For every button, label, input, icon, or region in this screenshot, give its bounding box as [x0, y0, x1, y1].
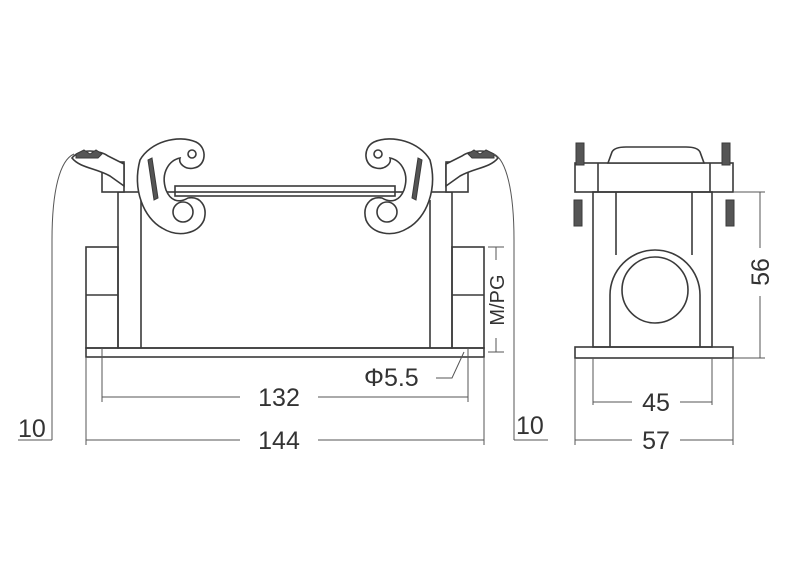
left-lever-swing-line [51, 153, 75, 440]
side-base [574, 346, 734, 359]
hole-diameter-label: Φ5.5 [364, 364, 419, 392]
thread-label: M/PG [487, 274, 509, 325]
left-cable-entry [85, 246, 119, 349]
right-locking-lever [364, 138, 500, 235]
dimension-10-left: 10 [18, 415, 46, 443]
right-cable-entry [451, 246, 485, 349]
dimension-45: 45 [642, 389, 670, 417]
dimension-57: 57 [642, 427, 670, 455]
side-latch-top [606, 146, 706, 164]
side-body [592, 191, 713, 348]
left-locking-lever [70, 138, 206, 235]
right-lever-swing-line [493, 153, 515, 440]
base-plate [85, 347, 485, 358]
cable-entry-hole [621, 256, 689, 324]
dimension-132: 132 [258, 384, 300, 412]
dimension-144: 144 [258, 427, 300, 455]
front-view: 132 144 10 10 Φ5.5 M/PG [18, 138, 548, 455]
side-view: 56 45 57 [573, 142, 775, 455]
top-bar [174, 185, 396, 197]
dimension-10-right: 10 [516, 412, 544, 440]
dimension-56: 56 [747, 258, 775, 286]
